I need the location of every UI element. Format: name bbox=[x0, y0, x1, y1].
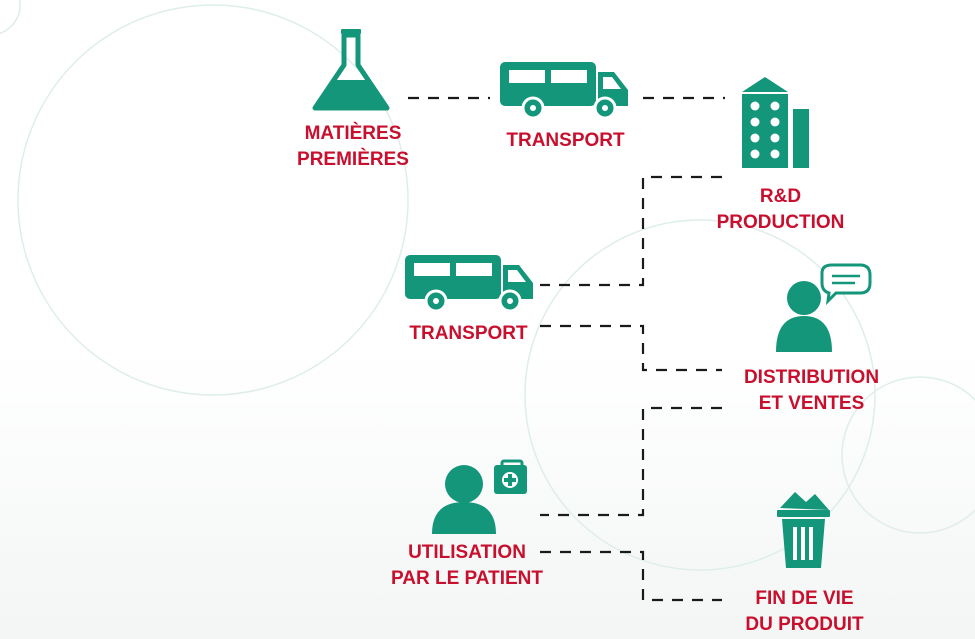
label-line: TRANSPORT bbox=[409, 323, 528, 344]
connector-transport-to-distribution bbox=[540, 324, 722, 372]
flask-icon bbox=[312, 29, 390, 111]
salesperson-icon bbox=[776, 263, 872, 352]
label-line: DU PRODUIT bbox=[745, 614, 864, 635]
truck-icon bbox=[405, 255, 533, 313]
connector-production-to-transport bbox=[540, 175, 722, 287]
connector-patient-to-end-of-life bbox=[540, 550, 722, 602]
label-line: ET VENTES bbox=[758, 393, 865, 414]
label-line: PRODUCTION bbox=[716, 212, 845, 233]
patient-medkit-icon bbox=[432, 459, 527, 534]
label-end-of-life: FIN DE VIE DU PRODUIT bbox=[722, 586, 887, 638]
label-transport-2: TRANSPORT bbox=[396, 321, 541, 347]
background-circle bbox=[524, 219, 876, 571]
label-patient-use: UTILISATION PAR LE PATIENT bbox=[377, 540, 557, 592]
label-line: UTILISATION bbox=[408, 542, 526, 563]
medkit-icon bbox=[494, 459, 527, 494]
background-circle bbox=[17, 4, 409, 396]
trash-bin-icon bbox=[777, 492, 830, 568]
label-rd-production: R&D PRODUCTION bbox=[698, 184, 863, 236]
label-line: DISTRIBUTION bbox=[743, 367, 880, 388]
label-line: MATIÈRES bbox=[304, 123, 402, 144]
label-distribution: DISTRIBUTION ET VENTES bbox=[729, 365, 894, 417]
connector-distribution-to-patient bbox=[540, 406, 722, 517]
background-circle bbox=[0, 0, 21, 35]
label-transport-1: TRANSPORT bbox=[493, 128, 638, 154]
background-circle bbox=[841, 376, 975, 534]
label-line: TRANSPORT bbox=[506, 130, 625, 151]
truck-icon bbox=[500, 62, 628, 120]
label-line: PAR LE PATIENT bbox=[391, 568, 543, 589]
label-line: R&D bbox=[759, 186, 802, 207]
label-line: PREMIÈRES bbox=[297, 149, 409, 170]
factory-icon bbox=[742, 77, 809, 168]
label-raw-materials: MATIÈRES PREMIÈRES bbox=[283, 121, 423, 173]
label-line: FIN DE VIE bbox=[755, 588, 854, 609]
